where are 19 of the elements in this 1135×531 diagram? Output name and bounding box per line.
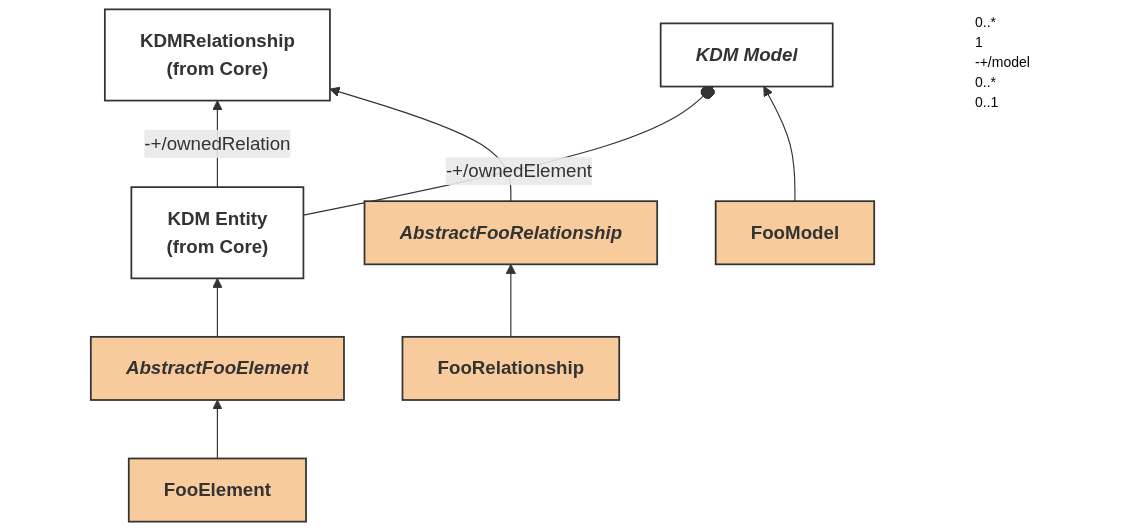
arrow	[212, 399, 223, 460]
arrow	[505, 263, 516, 338]
multiplicity-label: -+/model	[975, 54, 1031, 70]
node-box: KDM Model	[659, 22, 834, 88]
arrow	[212, 277, 223, 338]
multiplicity-label: 0..*	[975, 14, 997, 30]
multiplicity-label: 1	[975, 34, 984, 50]
multiplicity-label: 0..1	[975, 94, 1000, 110]
edge-label: -+/ownedElement	[445, 160, 593, 181]
node-box: FooRelationship	[401, 335, 621, 401]
node-box: AbstractFooRelationship	[363, 200, 659, 266]
multiplicity-label: 0..*	[975, 74, 997, 90]
node-box: AbstractFooElement	[89, 335, 345, 401]
node-box: KDMRelationship (from Core)	[103, 8, 331, 102]
node-box: FooModel	[714, 200, 876, 266]
node-box: FooElement	[127, 457, 307, 523]
arrow	[763, 86, 796, 202]
edge-label: -+/ownedRelation	[144, 133, 291, 154]
node-box: KDM Entity (from Core)	[130, 186, 305, 280]
